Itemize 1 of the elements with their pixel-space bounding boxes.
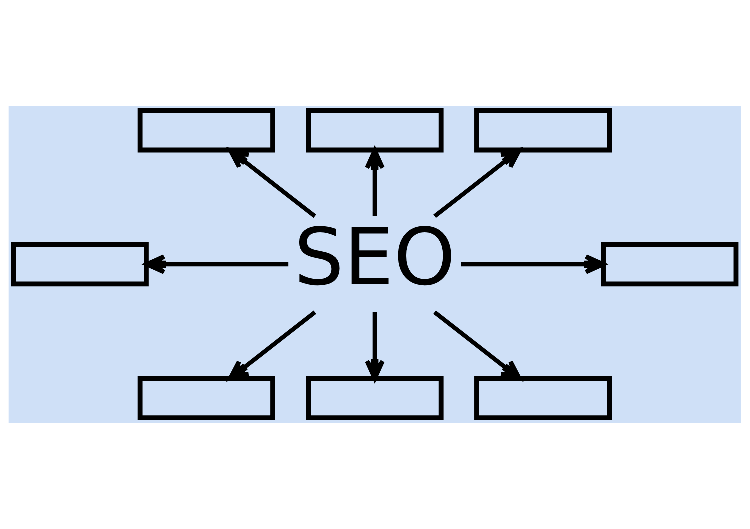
node-text: SEO — [294, 211, 456, 304]
